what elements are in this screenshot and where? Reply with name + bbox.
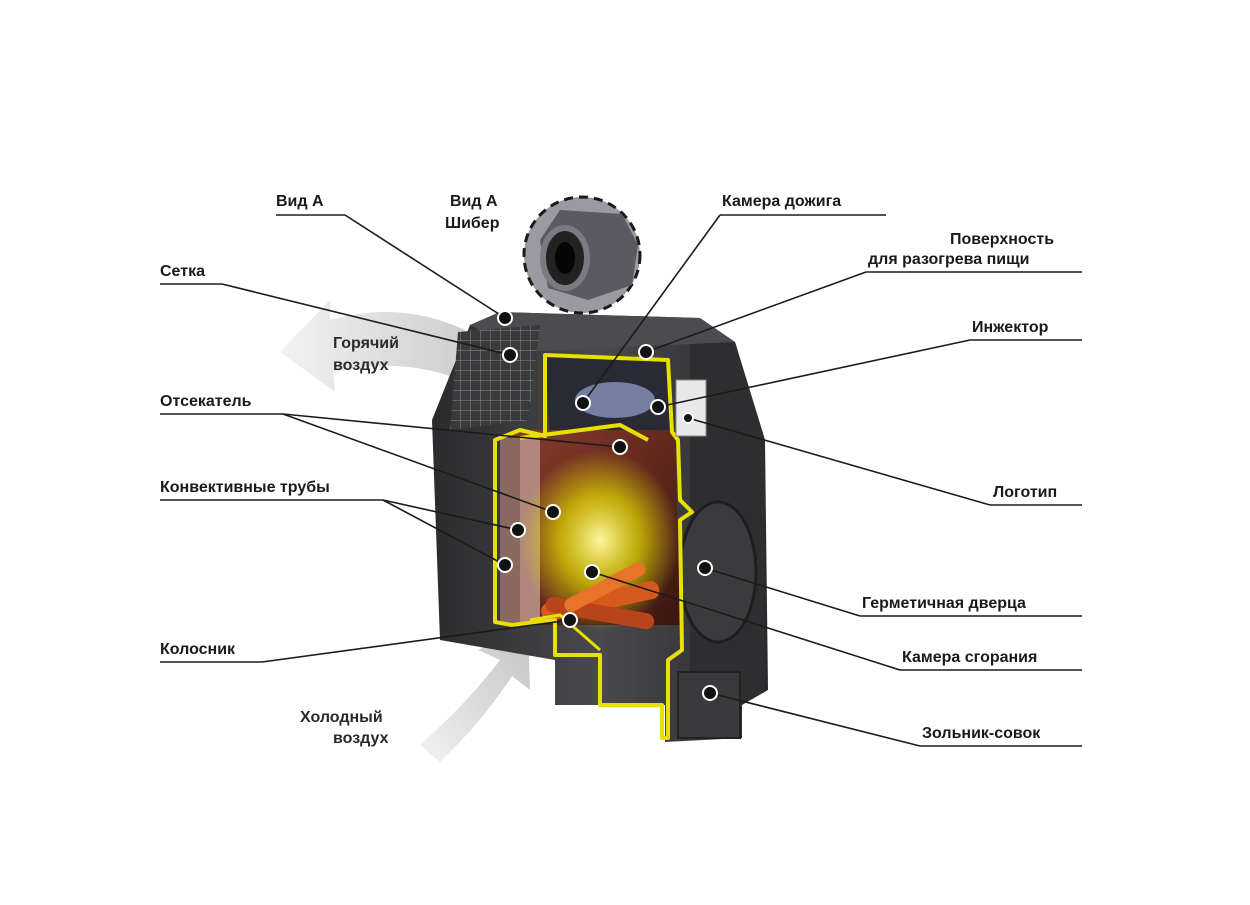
dot-injector [650, 399, 666, 415]
label-vid-a: Вид А [276, 193, 324, 210]
ash-pan-shape [677, 671, 741, 739]
dot-kolosnik [562, 612, 578, 628]
dot-tubes-2 [497, 557, 513, 573]
dot-tubes-1 [510, 522, 526, 538]
label-convection-tubes: Конвективные трубы [160, 479, 330, 496]
logo-plate [675, 379, 707, 437]
label-cold-air-2: воздух [333, 730, 389, 747]
label-cooking-surface-2: для разогрева пищи [868, 251, 1029, 268]
dot-combustion [584, 564, 600, 580]
leader-lines [160, 214, 1082, 747]
hot-air-arrow [280, 300, 465, 392]
cutaway [493, 353, 694, 740]
labels: Вид А Вид А Шибер Сетка Горячий воздух О… [160, 193, 1057, 747]
label-ash-pan: Зольник-совок [922, 725, 1041, 742]
mesh-panel [450, 325, 540, 430]
label-hot-air-1: Горячий [333, 335, 399, 352]
dot-ash-pan [702, 685, 718, 701]
label-injector: Инжектор [972, 319, 1049, 336]
dot-vid-a [497, 310, 513, 326]
label-cooking-surface-1: Поверхность [950, 231, 1054, 248]
label-sealed-door: Герметичная дверца [862, 595, 1026, 612]
label-afterburn-chamber: Камера дожига [722, 193, 841, 210]
dot-cooking-surface [638, 344, 654, 360]
dot-door [697, 560, 713, 576]
cold-air-arrow [420, 628, 530, 762]
callout-dots [497, 310, 718, 701]
label-vid-a-shiber-2: Шибер [445, 215, 500, 232]
dot-otsekatel-2 [545, 504, 561, 520]
dot-otsekatel-1 [612, 439, 628, 455]
label-setka: Сетка [160, 263, 205, 280]
logs [541, 562, 660, 630]
label-logo: Логотип [993, 484, 1057, 501]
dot-afterburn [575, 395, 591, 411]
label-cold-air-1: Холодный [300, 709, 383, 726]
label-combustion-chamber: Камера сгорания [902, 649, 1037, 666]
dot-logo [682, 412, 694, 424]
damper-detail-view [522, 195, 642, 315]
label-otsekatel: Отсекатель [160, 393, 252, 410]
label-hot-air-2: воздух [333, 357, 389, 374]
label-kolosnik: Колосник [160, 641, 236, 658]
label-vid-a-shiber-1: Вид А [450, 193, 498, 210]
dot-setka [502, 347, 518, 363]
